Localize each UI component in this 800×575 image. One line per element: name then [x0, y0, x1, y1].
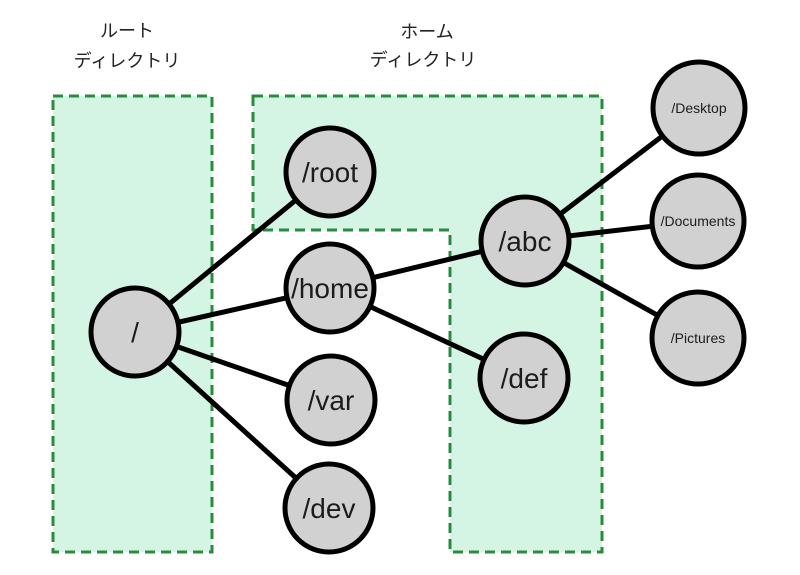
- node-root-label: /: [131, 317, 139, 348]
- node-documents-label: /Documents: [661, 213, 736, 229]
- node-abc-circle: [478, 194, 572, 288]
- home-directory-label-line1: ホーム: [400, 22, 453, 42]
- node-dev-circle: [282, 461, 376, 555]
- node-slashroot-circle: [283, 125, 377, 219]
- node-slashroot-label: /root: [302, 157, 358, 188]
- node-dev-label: /dev: [303, 493, 356, 524]
- home-directory-label-line2: ディレクトリ: [370, 50, 477, 70]
- node-documents-circle: [649, 172, 747, 270]
- node-def-circle: [477, 331, 571, 425]
- node-pictures-label: /Pictures: [671, 330, 725, 346]
- node-home-label: /home: [291, 273, 369, 304]
- node-abc-label: /abc: [499, 226, 552, 257]
- node-desktop-label: /Desktop: [671, 100, 726, 116]
- root-directory-label-line2: ディレクトリ: [74, 51, 181, 71]
- root-directory-label-line1: ルート: [100, 21, 154, 41]
- node-var-label: /var: [308, 385, 355, 416]
- node-root-circle: [88, 285, 182, 379]
- node-var-circle: [284, 353, 378, 447]
- node-desktop-circle: [650, 59, 748, 157]
- node-pictures-circle: [649, 289, 747, 387]
- node-home-circle: [283, 241, 377, 335]
- node-def-label: /def: [501, 363, 548, 394]
- nodes: / /root /home /var /dev /abc /def /Deskt…: [88, 59, 748, 555]
